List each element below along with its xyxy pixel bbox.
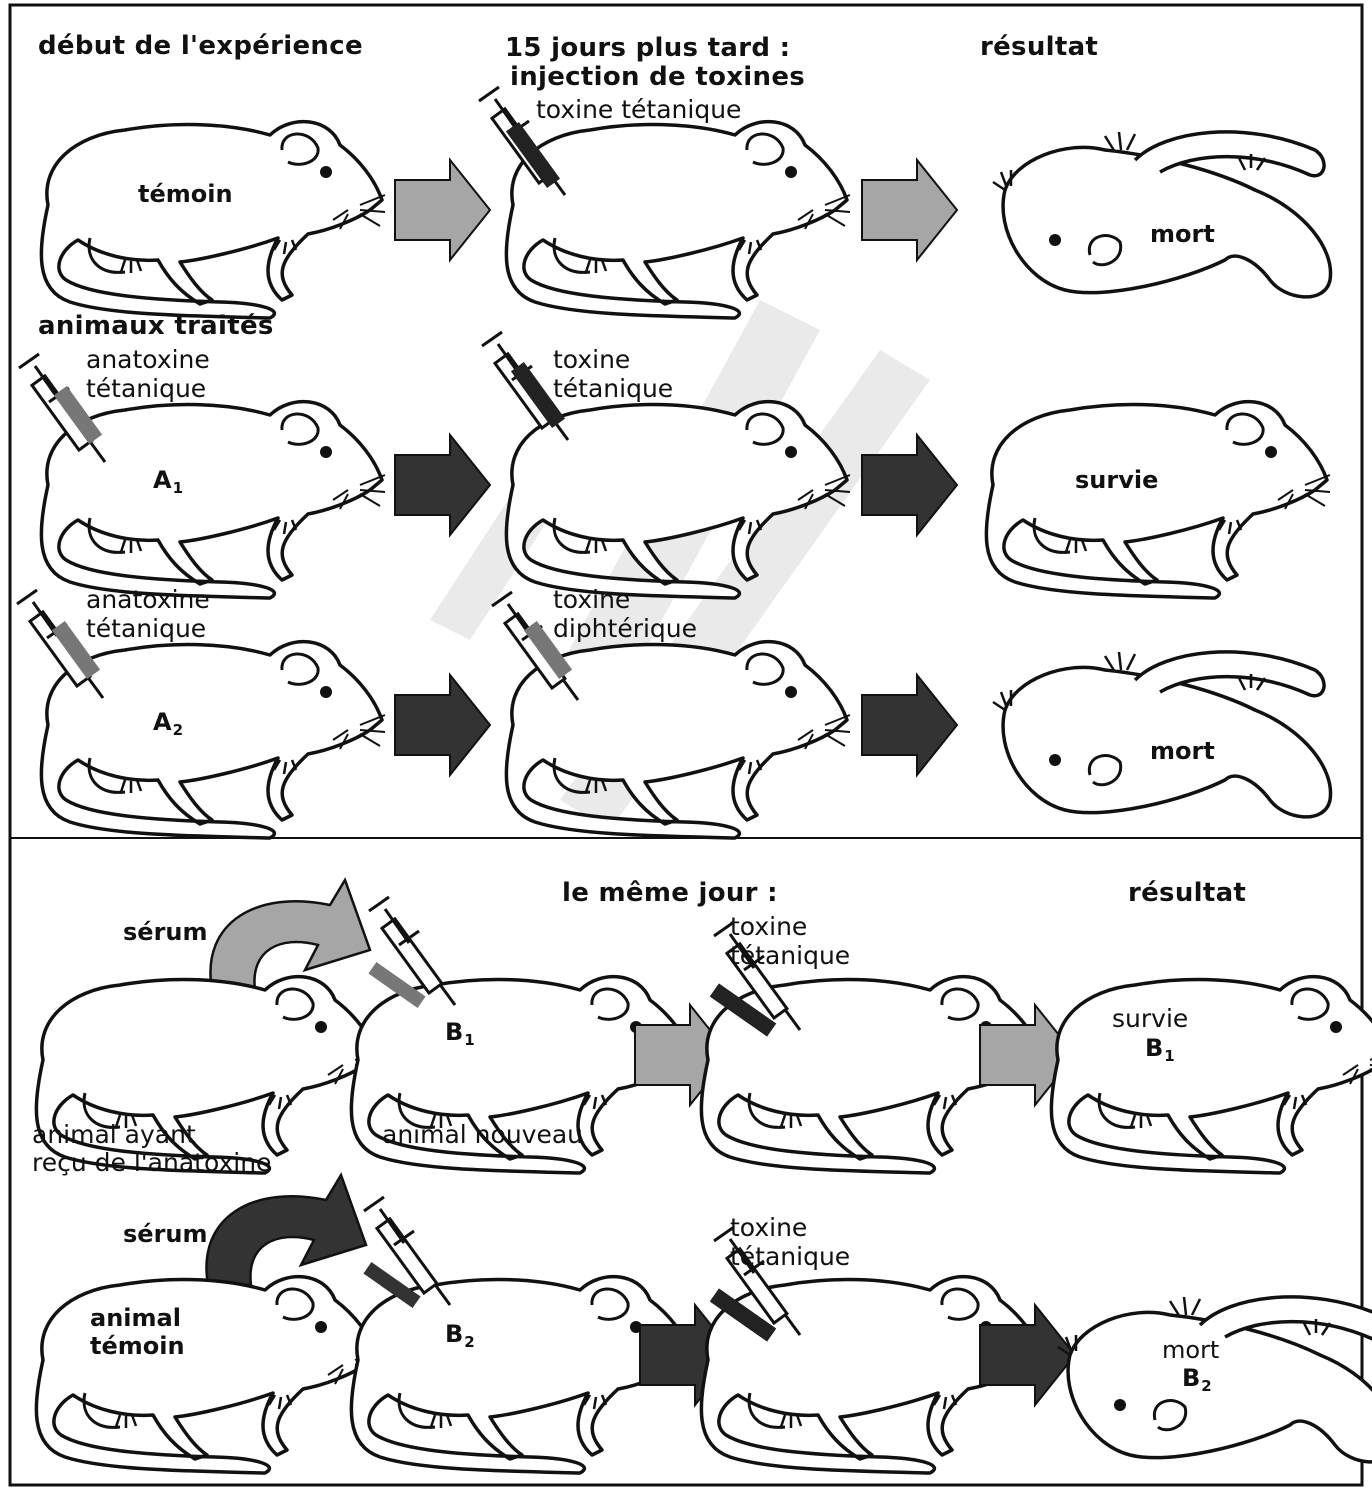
row5-inj-l2: tétanique: [730, 1242, 850, 1271]
row2-inj-l2: tétanique: [553, 374, 673, 403]
header-later-line2: injection de toxines: [510, 62, 805, 92]
mouse-a1-survived: [986, 402, 1330, 598]
arrow-dark-3: [395, 675, 490, 775]
row5-serum: sérum: [123, 1220, 208, 1248]
arrow-light-1: [395, 160, 490, 260]
row3-result: mort: [1150, 737, 1215, 765]
row1-mouse-label: témoin: [138, 180, 233, 208]
header-later-line1: 15 jours plus tard :: [505, 33, 790, 63]
mouse-b1-survived: [1051, 977, 1372, 1173]
section2-same-day: le même jour :: [562, 878, 778, 908]
header-start: début de l'expérience: [38, 31, 363, 61]
row3-pre-l2: tétanique: [86, 614, 206, 643]
row5-inj-l1: toxine: [730, 1213, 807, 1242]
row4-result-l1: survie: [1112, 1004, 1188, 1033]
header-result: résultat: [980, 32, 1098, 62]
row2-mouse-label: A1: [153, 466, 183, 497]
serum-arrow-dark: [206, 1175, 366, 1285]
arrow-light-2: [862, 160, 957, 260]
row2-pre-l2: tétanique: [86, 374, 206, 403]
serum-arrow-light: [210, 880, 370, 990]
arrow-dark-4: [862, 675, 957, 775]
row2-pre-l1: anatoxine: [86, 345, 210, 374]
arrow-dark-1: [395, 435, 490, 535]
mouse-control-injected: [506, 122, 850, 318]
row4-recipient-label: B1: [445, 1018, 475, 1049]
row3-inj-l1: toxine: [553, 585, 630, 614]
row4-serum: sérum: [123, 918, 208, 946]
row1-injection: toxine tétanique: [536, 95, 741, 124]
row4-donor-l1: animal ayant: [32, 1120, 196, 1149]
row3-pre-l1: anatoxine: [86, 585, 210, 614]
dead-mouse-1: [993, 132, 1331, 297]
row3-mouse-label: A2: [153, 708, 183, 739]
row4-recipient-caption: animal nouveau: [382, 1120, 583, 1149]
row4-inj-l1: toxine: [730, 912, 807, 941]
row5-recipient-label: B2: [445, 1320, 475, 1351]
row2-inj-l1: toxine: [553, 345, 630, 374]
section2-result: résultat: [1128, 878, 1246, 908]
row4-result-label: B1: [1145, 1034, 1175, 1065]
row1-result: mort: [1150, 220, 1215, 248]
dead-mouse-2: [993, 652, 1331, 817]
row3-inj-l2: diphtérique: [553, 614, 697, 643]
row4-inj-l2: tétanique: [730, 941, 850, 970]
row2-group-title: animaux traités: [38, 311, 274, 341]
row2-result: survie: [1075, 466, 1158, 494]
row4-donor-l2: reçu de l'anatoxine: [32, 1148, 271, 1177]
mouse-control-start: [41, 122, 385, 318]
mouse-control-donor: [36, 1277, 380, 1473]
